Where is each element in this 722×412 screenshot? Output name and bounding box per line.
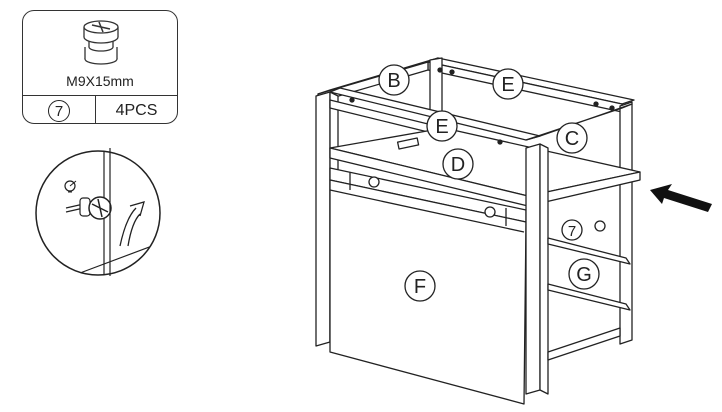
hardware-quantity: 4PCS [115,102,158,119]
label-7: 7 [568,223,576,240]
label-c: C [565,128,579,150]
label-circle-7 [561,219,583,241]
label-e-top: E [501,74,514,96]
hardware-spec: M9X15mm [66,73,134,89]
label-d: D [451,154,465,176]
part-number: 7 [48,100,70,122]
label-circle-b [378,64,410,96]
hardware-legend: M9X15mm 7 4PCS [22,10,178,124]
label-f: F [414,276,426,298]
detail-zoom [35,148,161,276]
label-circle-f [404,270,436,302]
insert-arrow-icon [650,184,712,212]
label-circle-e-top [492,68,524,100]
label-e-mid: E [435,116,448,138]
label-circle-g [568,258,600,290]
label-b: B [387,70,400,92]
label-circle-d [442,148,474,180]
cam-lock-icon [83,20,119,65]
label-circle-e-mid [426,110,458,142]
label-g: G [576,264,592,286]
label-circle-c [556,122,588,154]
hardware-row: 7 4PCS [23,95,177,123]
